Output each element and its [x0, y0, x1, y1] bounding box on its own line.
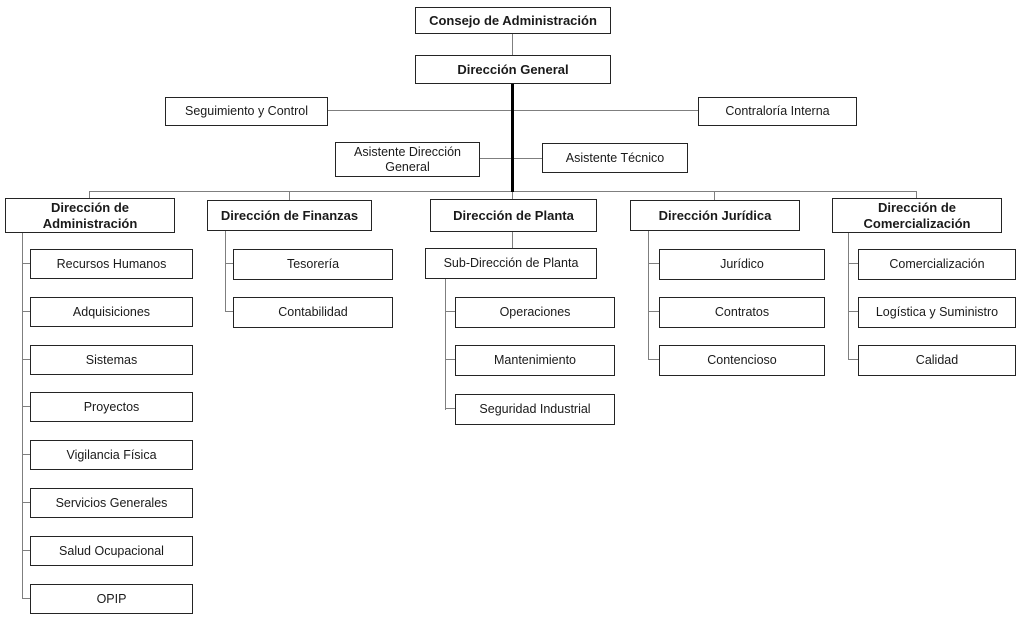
node-seguridad-industrial: Seguridad Industrial	[455, 394, 615, 425]
connector-stub	[22, 311, 30, 313]
node-proyectos: Proyectos	[30, 392, 193, 422]
connector-drop-administracion	[89, 191, 91, 199]
node-direccion-general: Dirección General	[415, 55, 611, 84]
connector-division-bar	[89, 191, 917, 193]
connector-stub	[22, 502, 30, 504]
node-contabilidad: Contabilidad	[233, 297, 393, 328]
node-calidad: Calidad	[858, 345, 1016, 376]
node-direccion-de-planta: Dirección de Planta	[430, 199, 597, 232]
node-comercializacion: Comercialización	[858, 249, 1016, 280]
connector-drop-finanzas	[289, 191, 291, 201]
connector-stub	[22, 550, 30, 552]
connector-stub	[22, 263, 30, 265]
connector-stub	[445, 311, 455, 313]
connector-stub	[648, 311, 659, 313]
node-recursos-humanos: Recursos Humanos	[30, 249, 193, 279]
node-operaciones: Operaciones	[455, 297, 615, 328]
connector-stub	[648, 359, 659, 361]
node-consejo-de-administracion: Consejo de Administración	[415, 7, 611, 34]
connector-col4-spine	[648, 231, 650, 360]
node-contratos: Contratos	[659, 297, 825, 328]
node-tesoreria: Tesorería	[233, 249, 393, 280]
node-contraloria-interna: Contraloría Interna	[698, 97, 857, 126]
connector-stub	[22, 406, 30, 408]
connector-stub	[445, 408, 455, 410]
connector-stub	[22, 598, 30, 600]
connector-stub	[848, 359, 858, 361]
connector-stub	[848, 263, 858, 265]
connector-drop-juridica	[714, 191, 716, 201]
node-vigilancia-fisica: Vigilancia Física	[30, 440, 193, 470]
node-juridico: Jurídico	[659, 249, 825, 280]
node-direccion-juridica: Dirección Jurídica	[630, 200, 800, 231]
node-asistente-tecnico: Asistente Técnico	[542, 143, 688, 173]
node-mantenimiento: Mantenimiento	[455, 345, 615, 376]
node-logistica-y-suministro: Logística y Suministro	[858, 297, 1016, 328]
node-salud-ocupacional: Salud Ocupacional	[30, 536, 193, 566]
connector-col1-spine	[22, 233, 24, 599]
node-opip: OPIP	[30, 584, 193, 614]
node-contencioso: Contencioso	[659, 345, 825, 376]
connector-drop-planta	[512, 191, 514, 200]
node-direccion-de-finanzas: Dirección de Finanzas	[207, 200, 372, 231]
connector-col2-spine	[225, 231, 227, 312]
node-servicios-generales: Servicios Generales	[30, 488, 193, 518]
connector-col5-spine	[848, 233, 850, 360]
connector-stub	[225, 311, 233, 313]
node-direccion-de-administracion: Dirección de Administración	[5, 198, 175, 233]
node-sistemas: Sistemas	[30, 345, 193, 375]
connector-stub	[225, 263, 233, 265]
connector-drop-comercializacion	[916, 191, 918, 199]
connector-col3-spine	[445, 279, 447, 410]
connector-stub	[22, 359, 30, 361]
connector-trunk	[511, 83, 514, 192]
node-seguimiento-y-control: Seguimiento y Control	[165, 97, 328, 126]
connector-stub	[648, 263, 659, 265]
connector-stub	[22, 454, 30, 456]
node-adquisiciones: Adquisiciones	[30, 297, 193, 327]
node-asistente-direccion-general: Asistente Dirección General	[335, 142, 480, 177]
connector-stub	[848, 311, 858, 313]
node-direccion-de-comercializacion: Dirección de Comercialización	[832, 198, 1002, 233]
connector-stub	[445, 359, 455, 361]
connector-planta-sub	[512, 232, 514, 249]
node-sub-direccion-de-planta: Sub-Dirección de Planta	[425, 248, 597, 279]
connector-consejo-dg	[512, 33, 514, 55]
